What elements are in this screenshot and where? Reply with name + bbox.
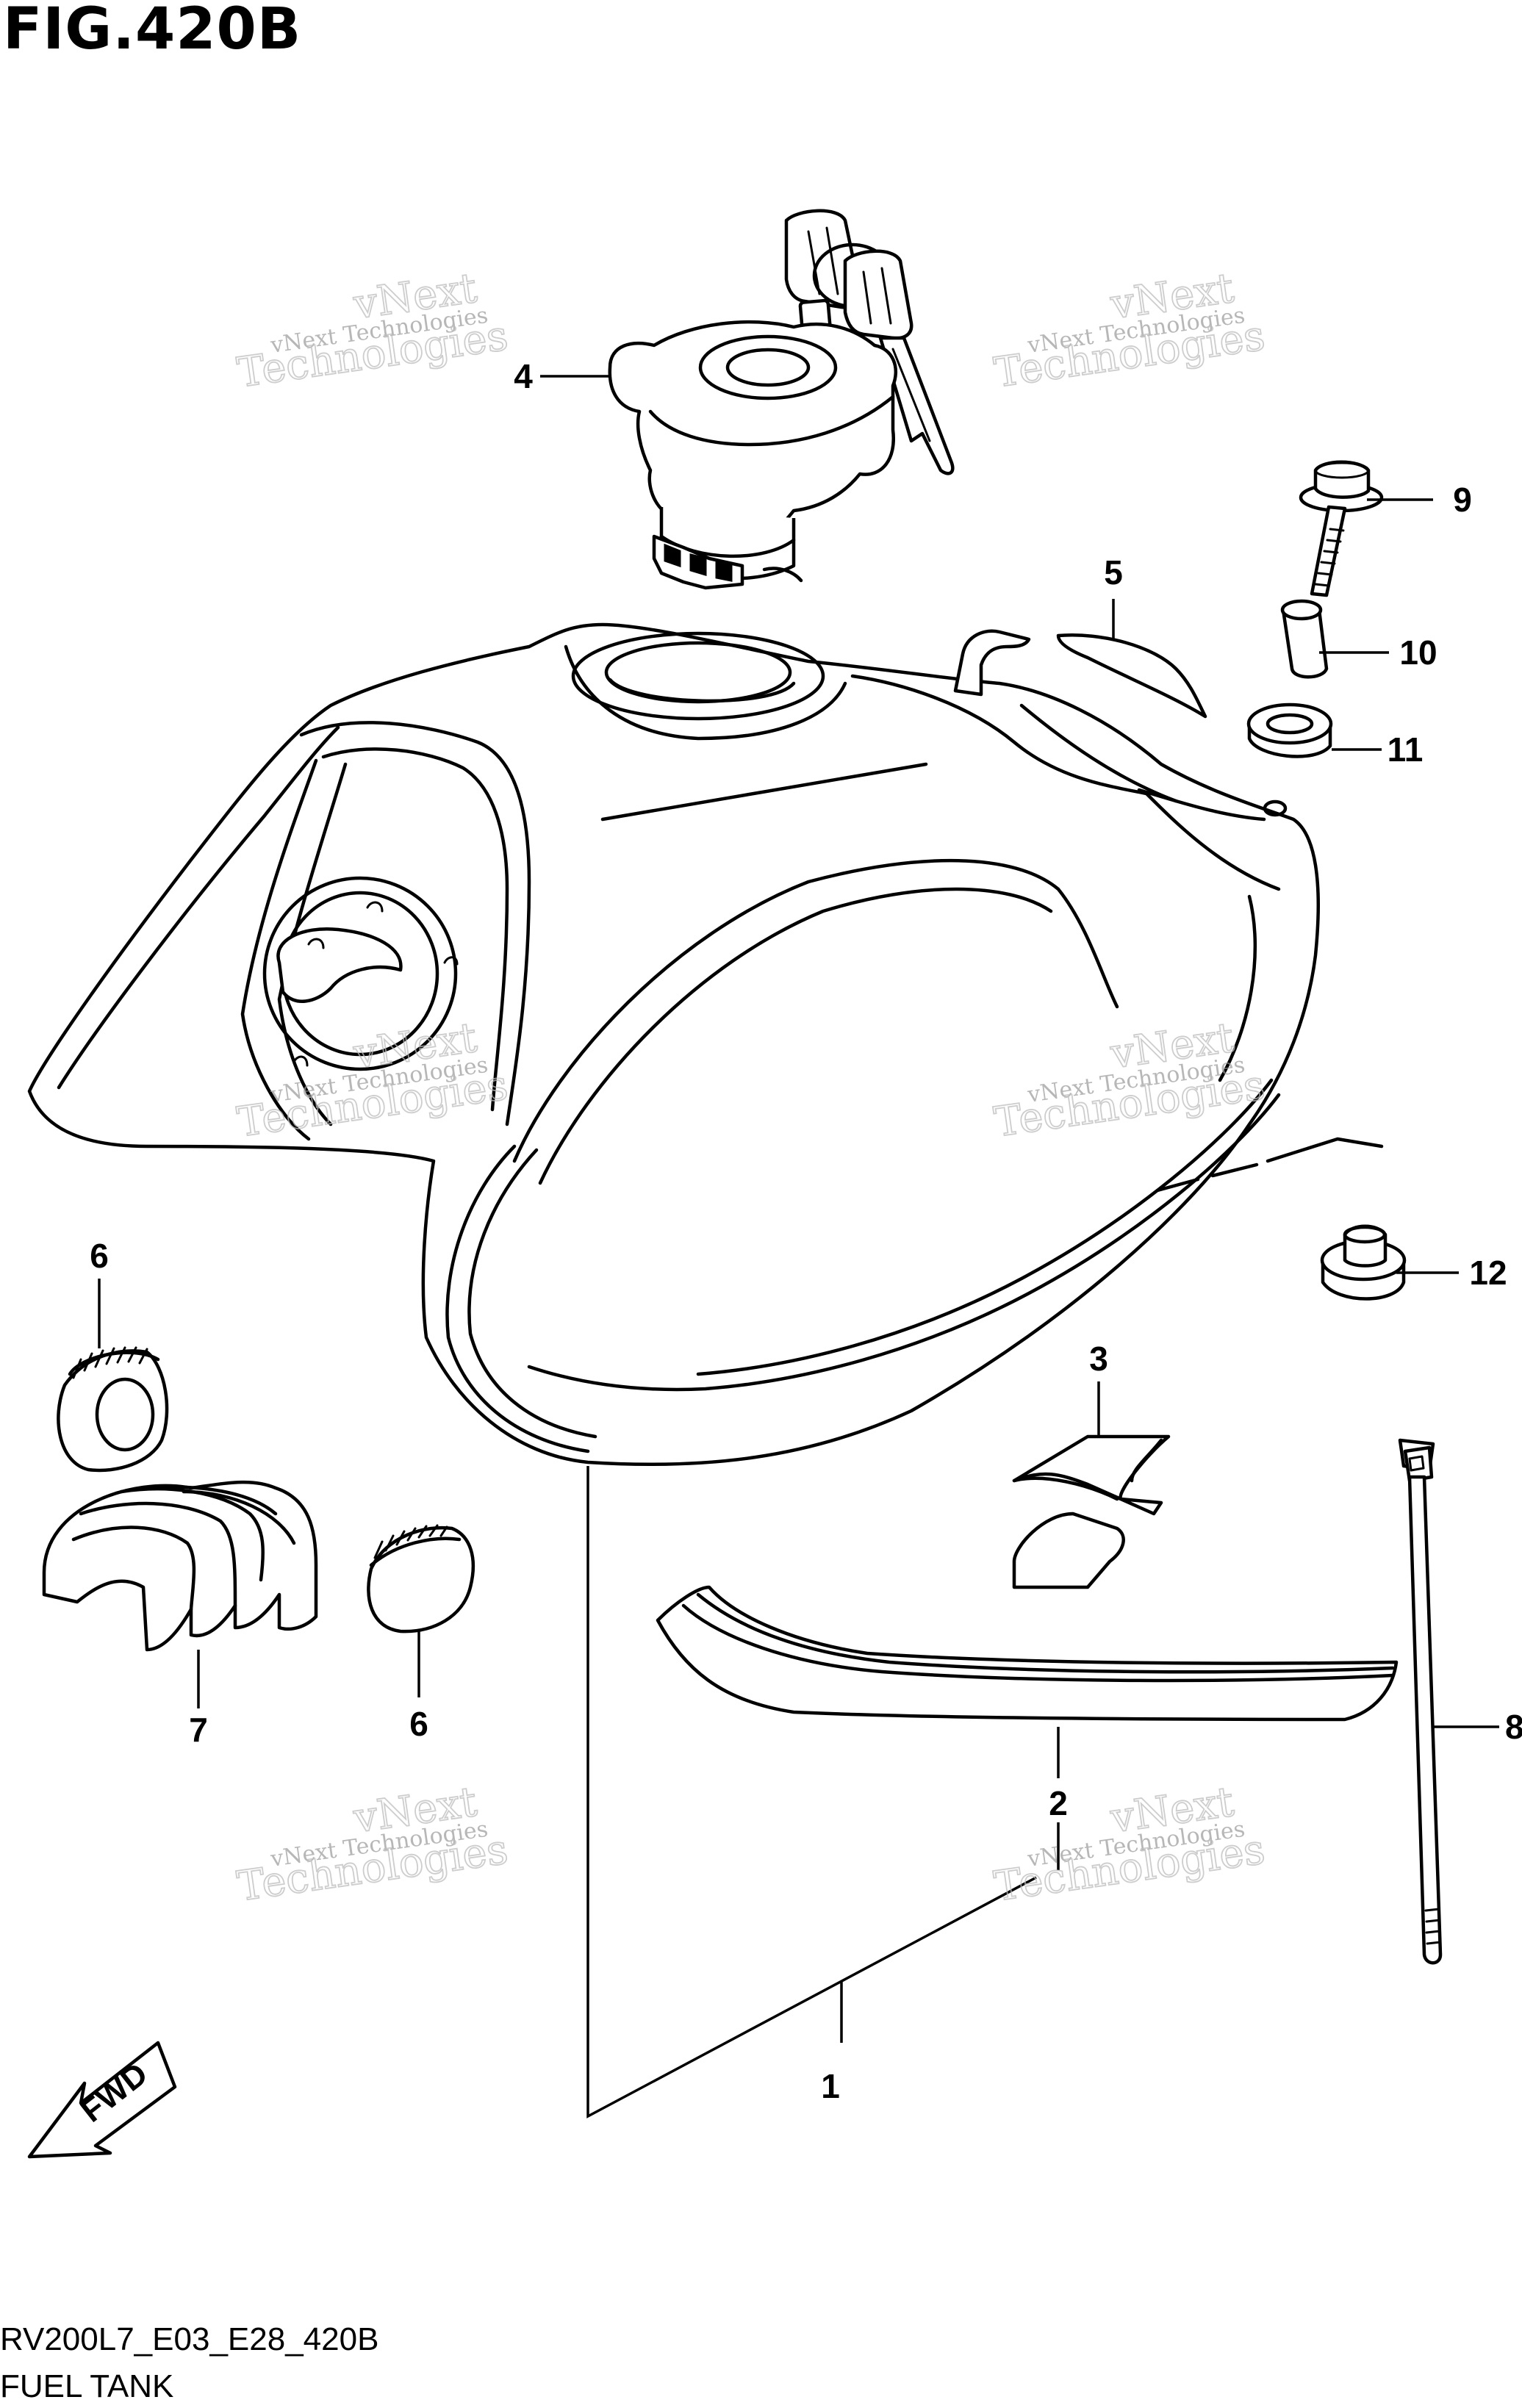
grommet — [1246, 702, 1333, 758]
watermark-bottom-right: vNext Technologies vNext Technologies — [991, 1778, 1268, 1912]
figure-title: FIG.420B — [3, 0, 301, 62]
footer-name: FUEL TANK — [0, 2368, 173, 2404]
emblem — [1012, 1434, 1171, 1589]
callout-2: 2 — [1049, 1784, 1068, 1822]
cable-tie — [1398, 1438, 1443, 1965]
spacer — [1280, 599, 1329, 679]
cushion-rear-mount — [1320, 1224, 1407, 1301]
callout-3: 3 — [1089, 1340, 1108, 1378]
footer-code: RV200L7_E03_E28_420B — [0, 2321, 378, 2357]
callout-5: 5 — [1104, 553, 1123, 592]
callout-12: 12 — [1469, 1254, 1507, 1292]
watermark-top-right: vNext Technologies vNext Technologies — [991, 264, 1268, 398]
bolt — [1299, 460, 1384, 597]
callout-7: 7 — [189, 1711, 208, 1749]
watermark-bottom-left: vNext Technologies vNext Technologies — [234, 1778, 511, 1912]
callout-8: 8 — [1505, 1708, 1522, 1746]
watermark-mid-right: vNext Technologies vNext Technologies — [991, 1013, 1268, 1148]
callout-4: 4 — [514, 357, 533, 395]
callout-6-lower: 6 — [409, 1705, 428, 1743]
tank-pad — [1056, 633, 1207, 719]
watermark-top-left: vNext Technologies vNext Technologies — [234, 264, 511, 398]
cushion-front — [57, 1346, 169, 1473]
leader-lines — [98, 375, 1499, 2118]
fuel-cap-with-keys — [608, 209, 955, 590]
callout-10: 10 — [1399, 633, 1437, 672]
callout-1: 1 — [821, 2067, 840, 2105]
callout-9: 9 — [1453, 481, 1472, 519]
tank-stripe — [656, 1585, 1399, 1722]
cushion-rear — [367, 1524, 475, 1634]
callout-11: 11 — [1388, 730, 1424, 769]
fwd-arrow: FWD — [27, 2041, 177, 2159]
callout-6-upper: 6 — [90, 1237, 109, 1275]
rear-cushion-block — [42, 1480, 318, 1652]
callout-numbers: 1 2 3 4 5 6 6 7 8 9 10 11 12 — [90, 357, 1522, 2105]
fuel-tank — [27, 622, 1384, 1467]
watermark-mid-left: vNext Technologies vNext Technologies — [234, 1013, 511, 1148]
